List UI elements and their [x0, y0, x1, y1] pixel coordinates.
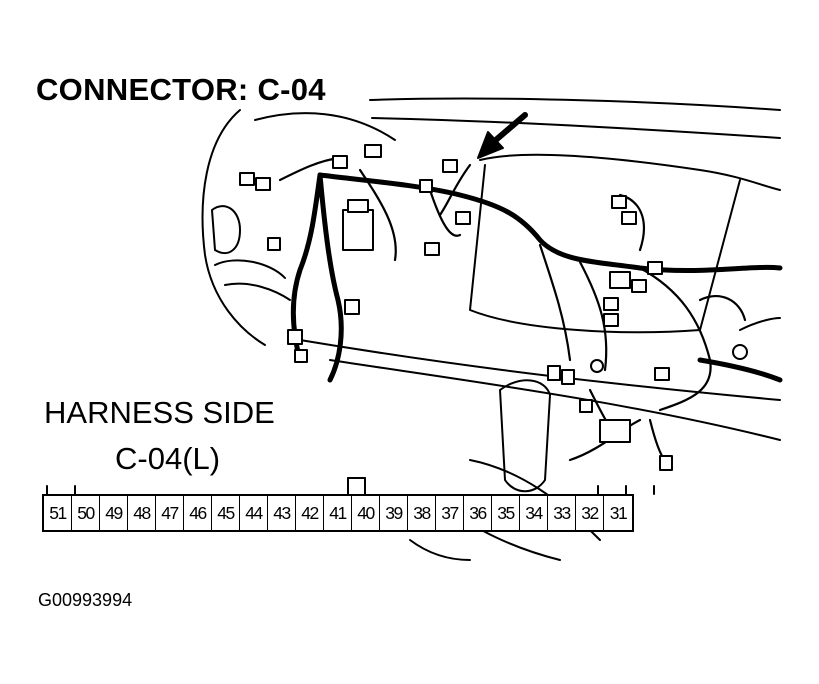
- connector-title: CONNECTOR: C-04: [36, 72, 326, 107]
- pin-41: 41: [324, 496, 352, 530]
- pin-34: 34: [520, 496, 548, 530]
- pin-39: 39: [380, 496, 408, 530]
- pin-38: 38: [408, 496, 436, 530]
- figure-id: G00993994: [38, 590, 133, 610]
- pin-44: 44: [240, 496, 268, 530]
- pin-35: 35: [492, 496, 520, 530]
- pin-49: 49: [100, 496, 128, 530]
- pin-46: 46: [184, 496, 212, 530]
- connector-id-label: C-04(L): [115, 441, 221, 476]
- pin-33: 33: [548, 496, 576, 530]
- pin-37: 37: [436, 496, 464, 530]
- pin-40: 40: [352, 496, 380, 530]
- connector-pin-row: 51 50 49 48 47 46 45 44 43 42 41 40 39 3…: [42, 494, 634, 532]
- pin-50: 50: [72, 496, 100, 530]
- pin-43: 43: [268, 496, 296, 530]
- pin-47: 47: [156, 496, 184, 530]
- pin-42: 42: [296, 496, 324, 530]
- pin-48: 48: [128, 496, 156, 530]
- pin-32: 32: [576, 496, 604, 530]
- pin-45: 45: [212, 496, 240, 530]
- pin-36: 36: [464, 496, 492, 530]
- harness-side-label: HARNESS SIDE: [44, 395, 275, 430]
- pin-31: 31: [609, 502, 628, 523]
- pin-51: 51: [44, 496, 72, 530]
